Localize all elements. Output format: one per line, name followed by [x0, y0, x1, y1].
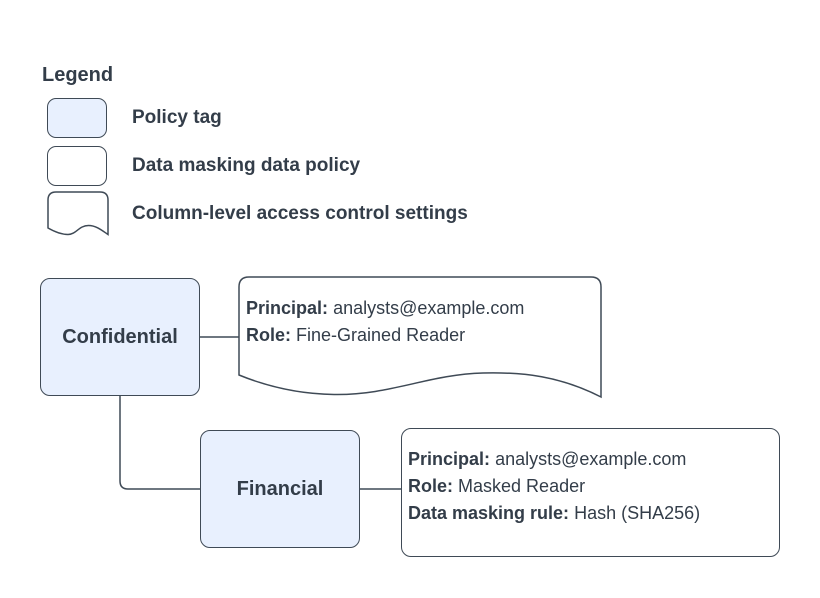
- role-label: Role:: [408, 476, 453, 496]
- legend-item-label: Policy tag: [132, 107, 222, 128]
- legend-item-data-masking-policy: Data masking data policy: [47, 146, 360, 186]
- node-label: Confidential: [62, 325, 178, 348]
- legend-item-column-level-access: Column-level access control settings: [47, 191, 468, 236]
- legend-title: Legend: [42, 64, 114, 86]
- legend-item-policy-tag: Policy tag: [47, 98, 222, 138]
- node-label: Financial: [236, 477, 324, 500]
- role-value: Masked Reader: [458, 476, 586, 496]
- legend-item-label: Column-level access control settings: [132, 203, 468, 224]
- role-label: Role:: [246, 325, 291, 345]
- principal-label: Principal:: [408, 449, 491, 469]
- principal-label: Principal:: [246, 298, 329, 318]
- access-principal-line: Principal:analysts@example.com: [246, 295, 524, 322]
- data-policy-swatch-icon: [47, 146, 107, 186]
- policy-tag-swatch-icon: [47, 98, 107, 138]
- data-masking-policy-text: Principal:analysts@example.com Role:Mask…: [408, 446, 700, 527]
- access-settings-document-shape: [238, 276, 602, 399]
- data-masking-policy-box: [401, 428, 780, 557]
- policy-principal-line: Principal:analysts@example.com: [408, 446, 700, 473]
- policy-role-line: Role:Masked Reader: [408, 473, 700, 500]
- access-settings-text: Principal:analysts@example.com Role:Fine…: [246, 295, 524, 349]
- legend-item-label: Data masking data policy: [132, 155, 361, 176]
- role-value: Fine-Grained Reader: [296, 325, 466, 345]
- document-swatch-icon: [47, 191, 109, 236]
- policy-rule-line: Data masking rule:Hash (SHA256): [408, 500, 700, 527]
- access-role-line: Role:Fine-Grained Reader: [246, 322, 524, 349]
- principal-value: analysts@example.com: [333, 298, 525, 318]
- principal-value: analysts@example.com: [495, 449, 687, 469]
- policy-tag-node-financial: Financial: [200, 430, 360, 548]
- masking-rule-value: Hash (SHA256): [574, 503, 701, 523]
- masking-rule-label: Data masking rule:: [408, 503, 570, 523]
- policy-tag-node-confidential: Confidential: [40, 278, 200, 396]
- connector-confidential-to-financial: [119, 396, 200, 490]
